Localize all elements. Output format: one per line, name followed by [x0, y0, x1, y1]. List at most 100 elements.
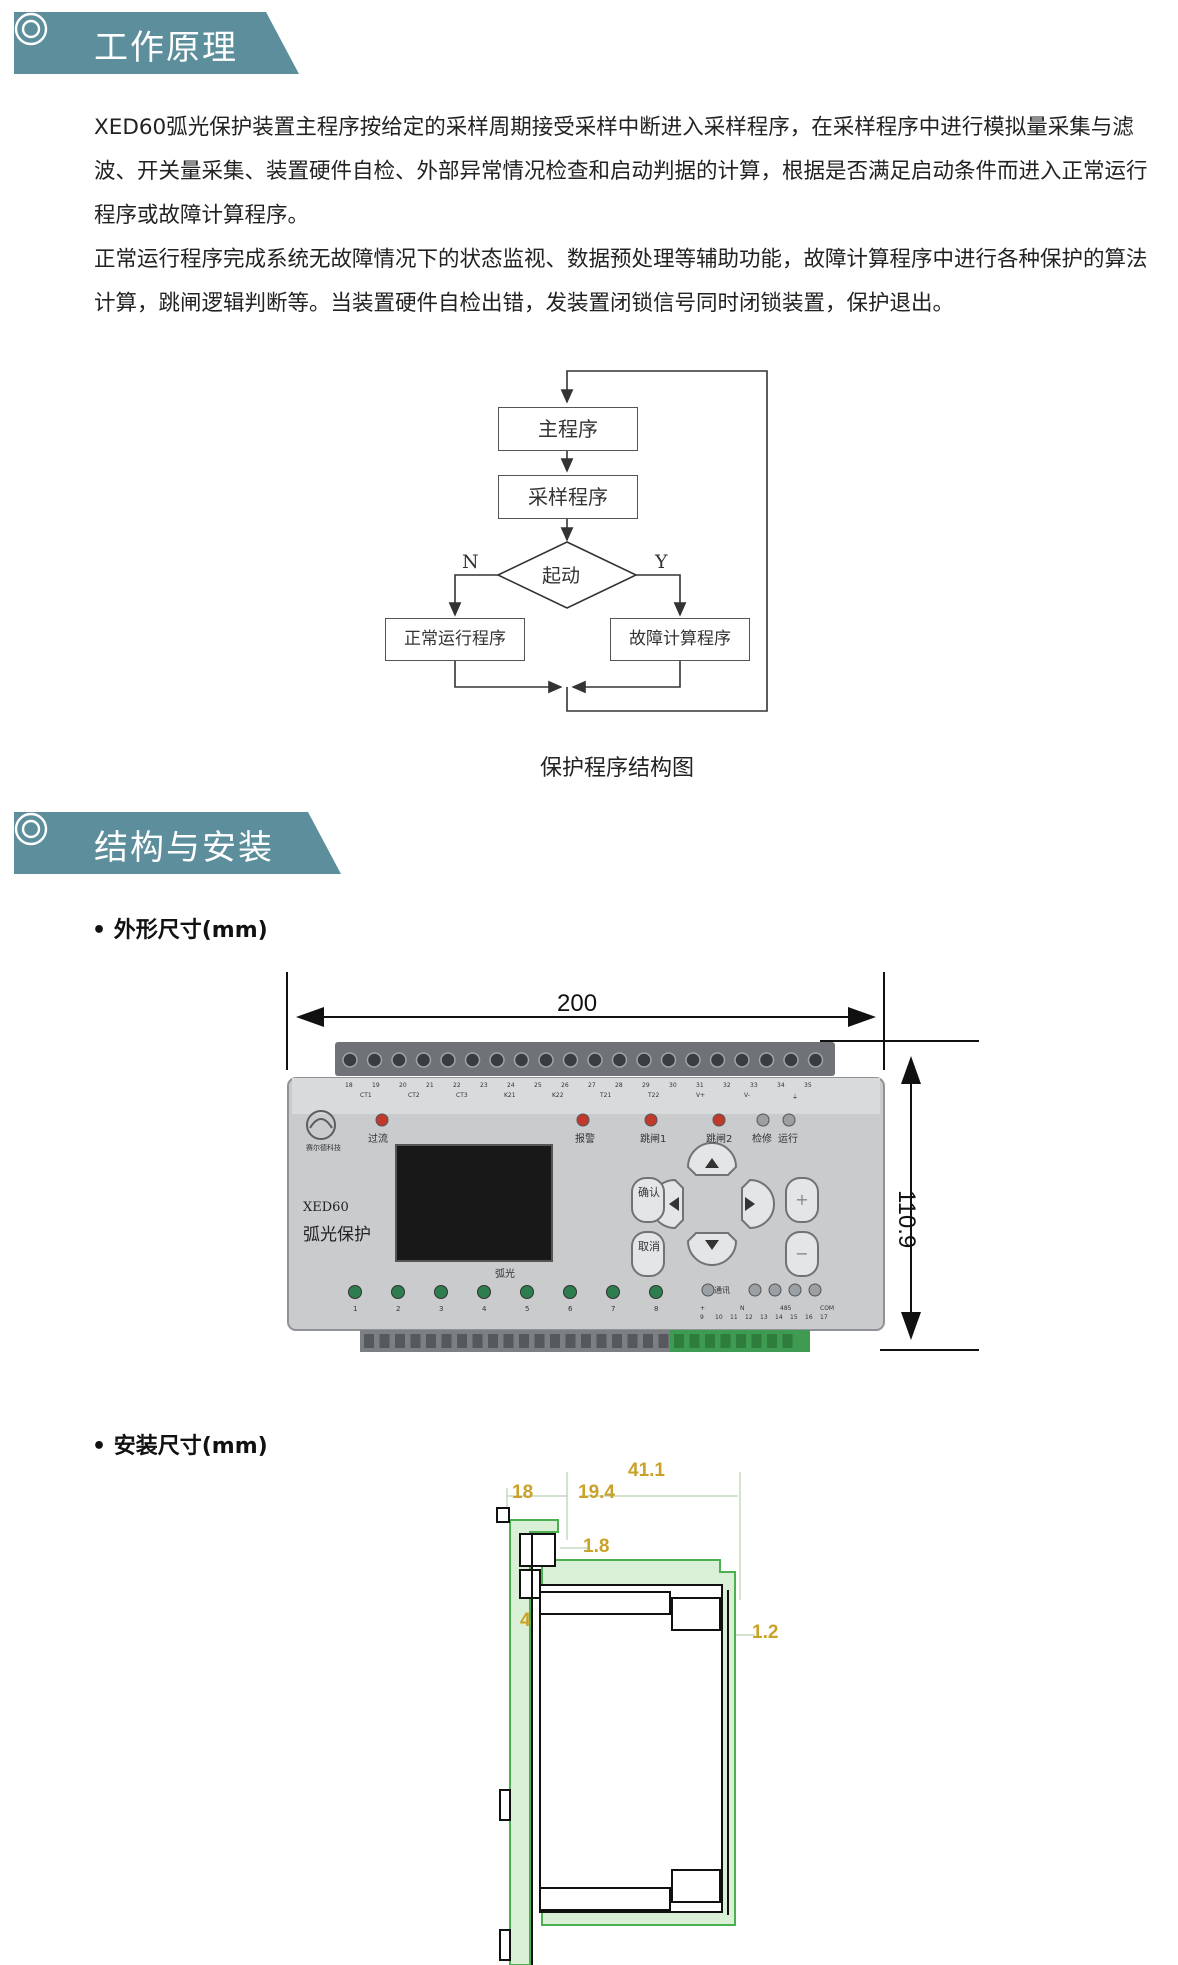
terminal-pin [364, 1334, 374, 1348]
top-terminal-number: 33 [750, 1082, 758, 1089]
bottom-terminal-number: 10 [715, 1314, 723, 1321]
arc-channel-led [434, 1285, 448, 1299]
terminal-screw [807, 1052, 824, 1068]
principle-text: XED60弧光保护装置主程序按给定的采样周期接受采样中断进入采样程序，在采样程序… [94, 106, 1164, 326]
section-header-background [14, 812, 341, 874]
terminal-screw [513, 1052, 530, 1068]
top-terminal-group: CT3 [456, 1092, 468, 1099]
installation-lines [496, 1472, 755, 1965]
confirm-button[interactable]: 确认 [636, 1186, 662, 1200]
top-terminal-number: 20 [399, 1082, 407, 1089]
terminal-pin [550, 1334, 560, 1348]
dim-19-4: 19.4 [578, 1482, 615, 1503]
yes-label: Y [655, 551, 668, 573]
top-terminal-number: 34 [777, 1082, 785, 1089]
bottom-terminal-number: 15 [790, 1314, 798, 1321]
status-led [756, 1113, 770, 1127]
top-terminal-number: 26 [561, 1082, 569, 1089]
terminal-pin [596, 1334, 607, 1348]
led-label: 报警 [575, 1134, 595, 1145]
channel-number: 4 [482, 1305, 487, 1313]
dim-1-8: 1.8 [583, 1536, 610, 1557]
bottom-terminal-number: 12 [745, 1314, 753, 1321]
minus-button[interactable]: − [795, 1244, 809, 1263]
terminal-pin [410, 1334, 421, 1348]
main-program-label: 主程序 [538, 417, 598, 441]
terminal-pin [751, 1334, 762, 1348]
top-terminal-number: 28 [615, 1082, 623, 1089]
terminal-pin [379, 1334, 390, 1348]
top-terminal-number: 32 [723, 1082, 731, 1089]
bottom-terminal-number: 14 [775, 1314, 783, 1321]
dim-41-1: 41.1 [628, 1460, 665, 1481]
status-led [712, 1113, 726, 1127]
terminal-pin [627, 1334, 638, 1348]
channel-number: 8 [654, 1305, 659, 1313]
channel-number: 7 [611, 1305, 616, 1313]
led-label: 跳闸2 [706, 1134, 733, 1145]
top-terminal-number: 30 [669, 1082, 677, 1089]
terminal-pin [767, 1334, 777, 1348]
installation-dimensions-heading: • 安装尺寸(mm) [92, 1434, 268, 1459]
terminal-pin [534, 1334, 545, 1348]
cancel-button[interactable]: 取消 [636, 1240, 662, 1254]
normal-program-box: 正常运行程序 [385, 618, 525, 661]
normal-program-label: 正常运行程序 [404, 629, 506, 649]
dim-18: 18 [512, 1482, 534, 1503]
arc-channel-led [520, 1285, 534, 1299]
top-terminal-number: 18 [345, 1082, 353, 1089]
terminal-screw [783, 1052, 799, 1068]
terminal-pin [612, 1334, 622, 1348]
dimension-lines [286, 972, 979, 1351]
terminal-pin [565, 1334, 576, 1348]
top-terminal-group: T21 [600, 1092, 612, 1099]
terminal-screw [366, 1052, 383, 1068]
section-header-structure: 结构与安装 [14, 812, 341, 874]
terminal-pin [658, 1334, 669, 1348]
top-terminal-group: K22 [552, 1092, 564, 1099]
channel-number: 1 [353, 1305, 358, 1313]
device-illustration [287, 1042, 885, 1352]
bottom-terminal-number: 13 [760, 1314, 768, 1321]
arc-channel-led [606, 1285, 620, 1299]
bottom-terminal-number: 9 [700, 1314, 704, 1321]
top-terminal-number: 21 [426, 1082, 434, 1089]
main-program-box: 主程序 [498, 407, 638, 451]
top-terminal-group: CT1 [360, 1092, 372, 1099]
arc-label: 弧光 [495, 1269, 515, 1280]
top-terminal-group: CT2 [408, 1092, 420, 1099]
led-label: 跳闸1 [640, 1134, 667, 1145]
terminal-screw [415, 1052, 432, 1068]
paragraph-2: 正常运行程序完成系统无故障情况下的状态监视、数据预处理等辅助功能，故障计算程序中… [94, 247, 1148, 316]
channel-number: 5 [525, 1305, 530, 1313]
comm-led [701, 1283, 715, 1297]
fault-program-label: 故障计算程序 [629, 629, 731, 649]
terminal-pin [426, 1334, 436, 1348]
sampling-program-label: 采样程序 [528, 485, 608, 509]
terminal-pin [519, 1334, 529, 1348]
status-led [576, 1113, 590, 1127]
plus-button[interactable]: + [795, 1190, 809, 1209]
terminal-pin [488, 1334, 498, 1348]
top-terminal-number: 27 [588, 1082, 596, 1089]
top-terminal-number: 23 [480, 1082, 488, 1089]
installation-drawing: 18 19.4 41.1 1.8 1.2 4 [0, 1460, 1178, 1965]
terminal-screw [660, 1052, 677, 1068]
arc-channel-led [391, 1285, 405, 1299]
terminal-pin [736, 1334, 746, 1348]
led-label: 检修 [752, 1134, 772, 1145]
arc-channel-led [348, 1285, 362, 1299]
top-terminal-number: 25 [534, 1082, 542, 1089]
top-terminal-number: 24 [507, 1082, 515, 1089]
terminal-screw [562, 1052, 579, 1068]
status-led [375, 1113, 389, 1127]
comm-led [768, 1283, 782, 1297]
section-title: 工作原理 [94, 28, 238, 68]
section-header-principle: 工作原理 [14, 12, 299, 74]
bottom-terminal-number: 11 [730, 1314, 738, 1321]
top-terminal-group: V- [744, 1092, 750, 1099]
channel-number: 2 [396, 1305, 401, 1313]
terminal-pin [705, 1334, 715, 1348]
bottom-terminal-group: 485 [780, 1305, 792, 1312]
terminal-screw [709, 1052, 726, 1068]
